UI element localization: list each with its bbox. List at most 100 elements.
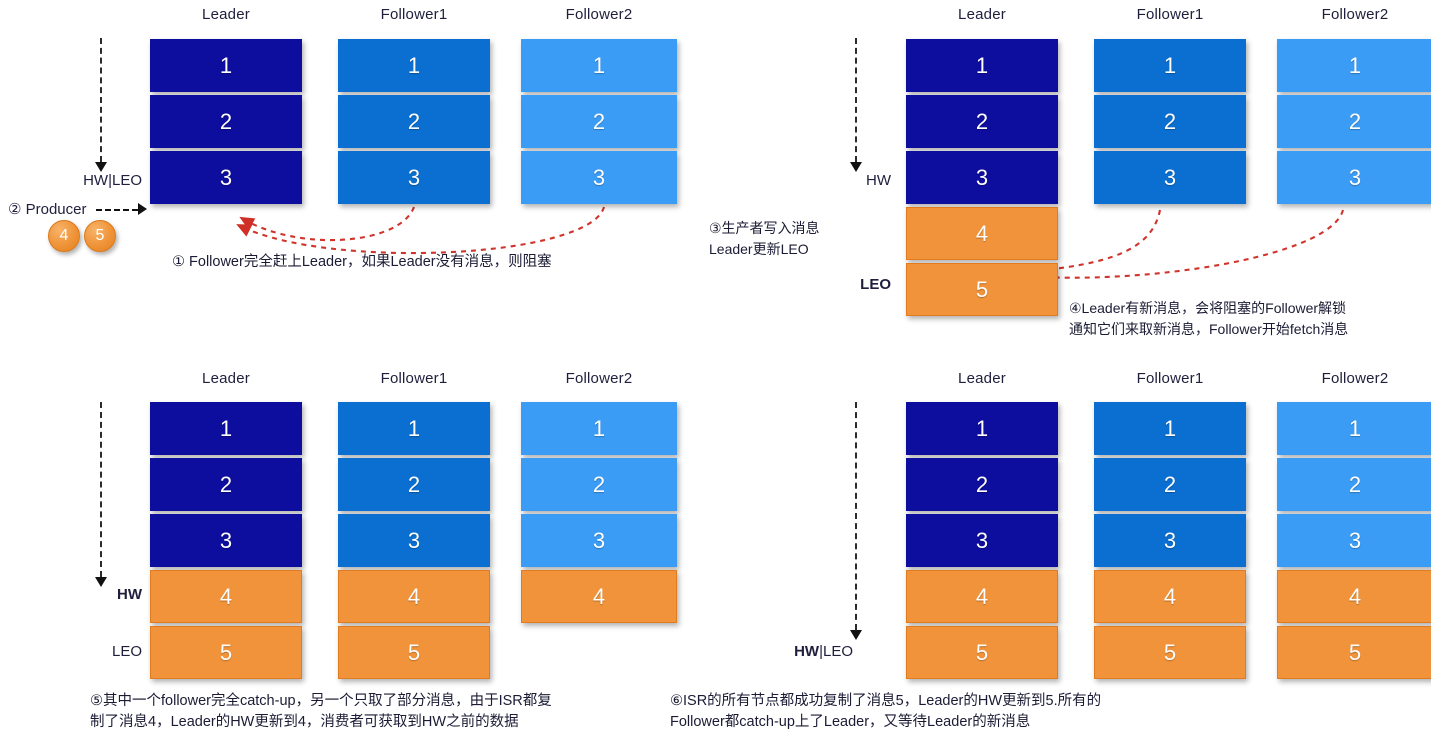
panel-4-caption-line2: Follower都catch-up上了Leader，又等待Leader的新消息 <box>670 714 1031 730</box>
log-cell: 2 <box>1094 95 1246 148</box>
column-header-leader: Leader <box>958 370 1006 387</box>
replica-stack-follower2: 1 2 3 4 <box>521 402 677 626</box>
log-cell: 2 <box>1277 458 1431 511</box>
log-cell: 2 <box>906 95 1058 148</box>
producer-write-note: ③生产者写入消息 Leader更新LEO <box>709 218 820 260</box>
column-header-follower2: Follower2 <box>565 370 633 387</box>
producer-label: ② Producer <box>8 200 87 218</box>
panel-4-caption: ⑥ISR的所有节点都成功复制了消息5，Leader的HW更新到5.所有的 Fol… <box>670 691 1101 733</box>
log-cell: 1 <box>1277 402 1431 455</box>
replica-stack-follower2: 1 2 3 4 5 <box>1277 402 1431 682</box>
leo-marker-text: |LEO <box>819 643 853 660</box>
log-cell-new: 4 <box>338 570 490 623</box>
panel-3-caption: ⑤其中一个follower完全catch-up，另一个只取了部分消息，由于ISR… <box>90 691 552 733</box>
log-cell-new: 5 <box>906 626 1058 679</box>
log-cell-new: 5 <box>1094 626 1246 679</box>
replica-stack-follower1: 1 2 3 4 5 <box>338 402 490 682</box>
log-cell: 2 <box>338 458 490 511</box>
replica-stack-follower1: 1 2 3 4 5 <box>1094 402 1246 682</box>
log-cell: 1 <box>521 39 677 92</box>
log-cell: 1 <box>906 39 1058 92</box>
hw-marker-text: HW <box>794 643 820 660</box>
log-cell: 3 <box>1277 514 1431 567</box>
panel-3-caption-line1: ⑤其中一个follower完全catch-up，另一个只取了部分消息，由于ISR… <box>90 693 552 709</box>
panel-3-caption-line2: 制了消息4，Leader的HW更新到4，消费者可获取到HW之前的数据 <box>90 714 519 730</box>
log-cell-new: 5 <box>338 626 490 679</box>
log-cell-new: 5 <box>906 263 1058 316</box>
log-cell: 2 <box>1277 95 1431 148</box>
log-cell: 1 <box>1277 39 1431 92</box>
log-cell: 3 <box>1277 151 1431 204</box>
hw-leo-marker: HW|LEO <box>83 172 142 189</box>
hw-leo-marker: HW|LEO <box>735 643 853 660</box>
unblock-note: ④Leader有新消息，会将阻塞的Follower解锁 通知它们来取新消息，Fo… <box>1069 298 1348 340</box>
replica-stack-follower1: 1 2 3 <box>1094 39 1246 207</box>
pending-message-ball: 5 <box>84 220 116 252</box>
log-cell: 3 <box>338 151 490 204</box>
column-header-follower2: Follower2 <box>565 6 633 23</box>
panel-3-stage-partial-catchup: Leader Follower1 Follower2 HW LEO 1 2 3 … <box>0 360 715 748</box>
producer-arrow-line <box>96 209 138 211</box>
leo-marker: LEO <box>860 276 891 293</box>
log-cell: 3 <box>150 514 302 567</box>
log-cell-new: 5 <box>150 626 302 679</box>
unblock-note-line2: 通知它们来取新消息，Follower开始fetch消息 <box>1069 321 1349 337</box>
replica-stack-leader: 1 2 3 <box>150 39 302 207</box>
log-cell: 1 <box>1094 39 1246 92</box>
log-cell: 2 <box>150 95 302 148</box>
log-cell: 1 <box>338 402 490 455</box>
unblock-note-line1: ④Leader有新消息，会将阻塞的Follower解锁 <box>1069 300 1347 316</box>
column-header-leader: Leader <box>202 370 250 387</box>
log-cell: 3 <box>521 151 677 204</box>
log-cell-new: 4 <box>906 207 1058 260</box>
column-header-follower2: Follower2 <box>1321 370 1389 387</box>
log-cell: 3 <box>1094 151 1246 204</box>
log-cell: 2 <box>521 458 677 511</box>
replica-stack-follower2: 1 2 3 <box>521 39 677 207</box>
producer-name: Producer <box>25 201 87 218</box>
panel-1-caption: ① Follower完全赶上Leader，如果Leader没有消息，则阻塞 <box>172 254 552 270</box>
log-cell-new: 4 <box>1094 570 1246 623</box>
panel-1-stage-initial: Leader Follower1 Follower2 HW|LEO ② Prod… <box>0 0 715 360</box>
producer-write-note-line1: ③生产者写入消息 <box>709 220 820 236</box>
log-cell: 3 <box>521 514 677 567</box>
log-cell: 1 <box>521 402 677 455</box>
column-header-follower1: Follower1 <box>380 370 448 387</box>
log-cell: 1 <box>338 39 490 92</box>
log-cell: 3 <box>906 151 1058 204</box>
log-cell-new: 4 <box>150 570 302 623</box>
log-cell: 1 <box>150 39 302 92</box>
column-header-leader: Leader <box>958 6 1006 23</box>
panel-4-caption-line1: ⑥ISR的所有节点都成功复制了消息5，Leader的HW更新到5.所有的 <box>670 693 1102 709</box>
leo-marker: LEO <box>111 643 142 660</box>
column-header-follower1: Follower1 <box>380 6 448 23</box>
log-cell: 2 <box>338 95 490 148</box>
replica-stack-leader: 1 2 3 4 5 <box>906 39 1058 319</box>
replica-stack-leader: 1 2 3 4 5 <box>150 402 302 682</box>
log-cell: 2 <box>906 458 1058 511</box>
log-cell: 2 <box>1094 458 1246 511</box>
panel-2-stage-producer-write: Leader Follower1 Follower2 HW ③生产者写入消息 L… <box>709 0 1431 360</box>
log-cell: 2 <box>521 95 677 148</box>
panel-4-stage-full-catchup: Leader Follower1 Follower2 HW|LEO 1 2 3 … <box>670 360 1431 748</box>
producer-arrow-head <box>138 203 147 215</box>
log-cell-new: 4 <box>906 570 1058 623</box>
log-cell: 1 <box>906 402 1058 455</box>
log-cell: 1 <box>1094 402 1246 455</box>
column-header-leader: Leader <box>202 6 250 23</box>
log-cell: 3 <box>338 514 490 567</box>
producer-write-note-line2: Leader更新LEO <box>709 241 809 257</box>
column-header-follower1: Follower1 <box>1136 370 1204 387</box>
log-cell: 1 <box>150 402 302 455</box>
log-cell-new: 5 <box>1277 626 1431 679</box>
producer-step: ② <box>8 201 22 218</box>
pending-message-ball: 4 <box>48 220 80 252</box>
hw-marker: HW <box>117 586 142 603</box>
column-header-follower2: Follower2 <box>1321 6 1389 23</box>
log-cell: 2 <box>150 458 302 511</box>
log-cell: 3 <box>1094 514 1246 567</box>
log-cell: 3 <box>906 514 1058 567</box>
hw-marker: HW <box>866 172 891 189</box>
replica-stack-follower2: 1 2 3 <box>1277 39 1431 207</box>
replica-stack-leader: 1 2 3 4 5 <box>906 402 1058 682</box>
